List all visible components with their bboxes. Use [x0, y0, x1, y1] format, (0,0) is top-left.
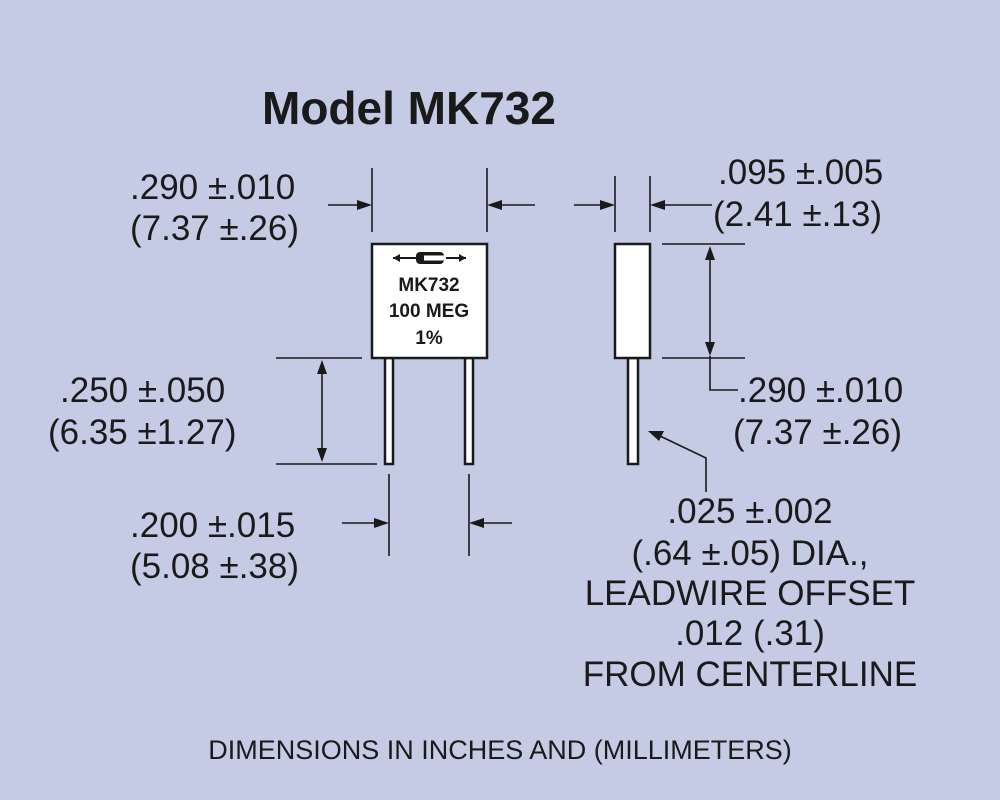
lead-length-dimension: [276, 357, 377, 465]
lead-note-line-2: (.64 ±.05) DIA.,: [631, 534, 868, 573]
lead-length-inches-label: .250 ±.050: [60, 371, 225, 410]
height-mm-label: (7.37 ±.26): [733, 413, 902, 452]
thickness-dimension: [574, 176, 712, 232]
width-inches-label: .290 ±.010: [130, 168, 295, 207]
width-dimension: [328, 168, 535, 232]
diagram-title: Model MK732: [262, 82, 556, 134]
body-tolerance-text: 1%: [415, 328, 443, 349]
height-inches-label: .290 ±.010: [738, 371, 903, 410]
lead-spacing-mm-label: (5.08 ±.38): [130, 547, 299, 586]
lead-spacing-dimension: [342, 474, 512, 556]
lead-note-line-4: .012 (.31): [675, 614, 825, 653]
lead-note-line-5: FROM CENTERLINE: [583, 655, 917, 694]
thickness-mm-label: (2.41 ±.13): [713, 195, 882, 234]
lead-length-mm-label: (6.35 ±1.27): [48, 413, 236, 452]
thickness-inches-label: .095 ±.005: [718, 153, 883, 192]
height-dimension: [662, 243, 745, 391]
lead-spacing-inches-label: .200 ±.015: [130, 506, 295, 545]
lead-right: [463, 356, 475, 466]
units-footnote: DIMENSIONS IN INCHES AND (MILLIMETERS): [208, 735, 792, 765]
caddock-c-logo-icon: [393, 252, 466, 264]
lead-note-line-1: .025 ±.002: [667, 492, 832, 531]
body-value-text: 100 MEG: [389, 301, 469, 322]
width-mm-label: (7.37 ±.26): [130, 209, 299, 248]
lead-side: [626, 356, 640, 466]
body-model-text: MK732: [398, 275, 459, 296]
lead-left: [383, 356, 395, 466]
lead-diameter-leader: [648, 431, 707, 492]
resistor-body-side: [613, 242, 652, 360]
lead-note-line-3: LEADWIRE OFFSET: [585, 574, 916, 613]
